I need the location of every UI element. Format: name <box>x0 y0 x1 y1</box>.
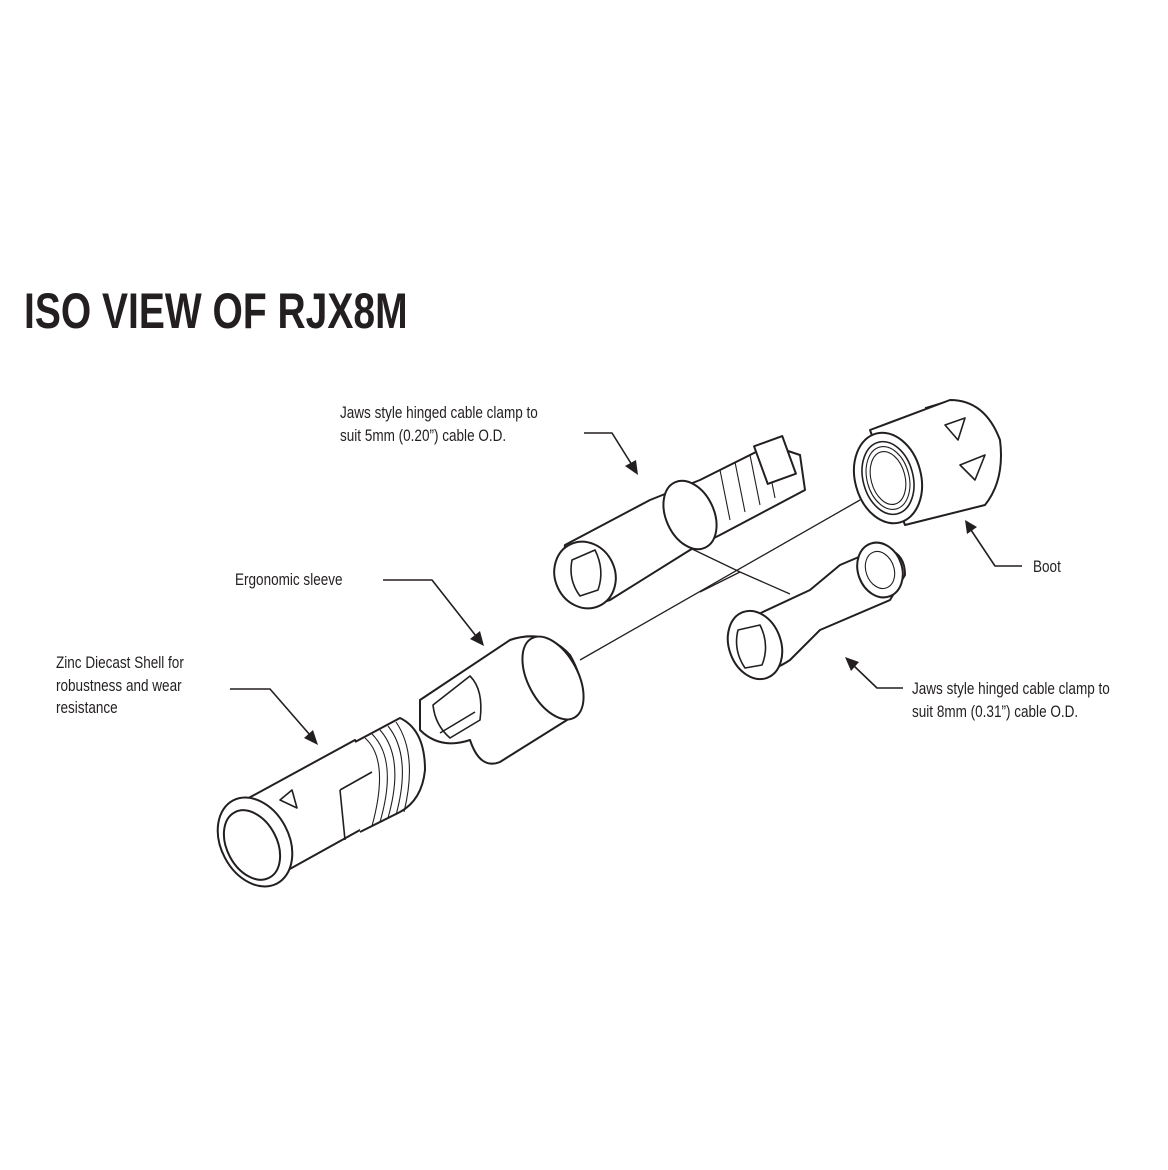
callout-clamp-5mm: Jaws style hinged cable clamp to suit 5m… <box>340 402 538 447</box>
leader-5mm <box>584 432 638 475</box>
callout-line: resistance <box>56 699 118 717</box>
leader-shell <box>230 688 318 745</box>
callout-line: robustness and wear <box>56 676 182 695</box>
boot-part <box>852 399 1002 526</box>
callout-line: Ergonomic sleeve <box>235 571 343 589</box>
zinc-diecast-shell-part <box>216 717 426 888</box>
page-title: ISO VIEW OF RJX8M <box>24 283 408 339</box>
callout-boot: Boot <box>1033 556 1061 579</box>
ergonomic-sleeve-part <box>419 635 585 765</box>
callout-line: suit 5mm (0.20”) cable O.D. <box>340 426 507 445</box>
callout-sleeve: Ergonomic sleeve <box>235 569 343 592</box>
clamp-5mm-part <box>553 435 806 610</box>
clamp-8mm-part <box>726 541 906 681</box>
leader-sleeve <box>383 579 484 646</box>
leader-boot <box>965 520 1022 567</box>
callout-shell: Zinc Diecast Shell for robustness and we… <box>56 652 184 720</box>
callout-clamp-8mm: Jaws style hinged cable clamp to suit 8m… <box>912 678 1110 723</box>
leader-8mm <box>845 657 903 689</box>
callout-line: suit 8mm (0.31”) cable O.D. <box>912 702 1079 721</box>
callout-line: Boot <box>1033 558 1061 576</box>
callout-line: Zinc Diecast Shell for <box>56 654 184 672</box>
callout-line: Jaws style hinged cable clamp to <box>912 680 1110 698</box>
callout-line: Jaws style hinged cable clamp to <box>340 404 538 422</box>
